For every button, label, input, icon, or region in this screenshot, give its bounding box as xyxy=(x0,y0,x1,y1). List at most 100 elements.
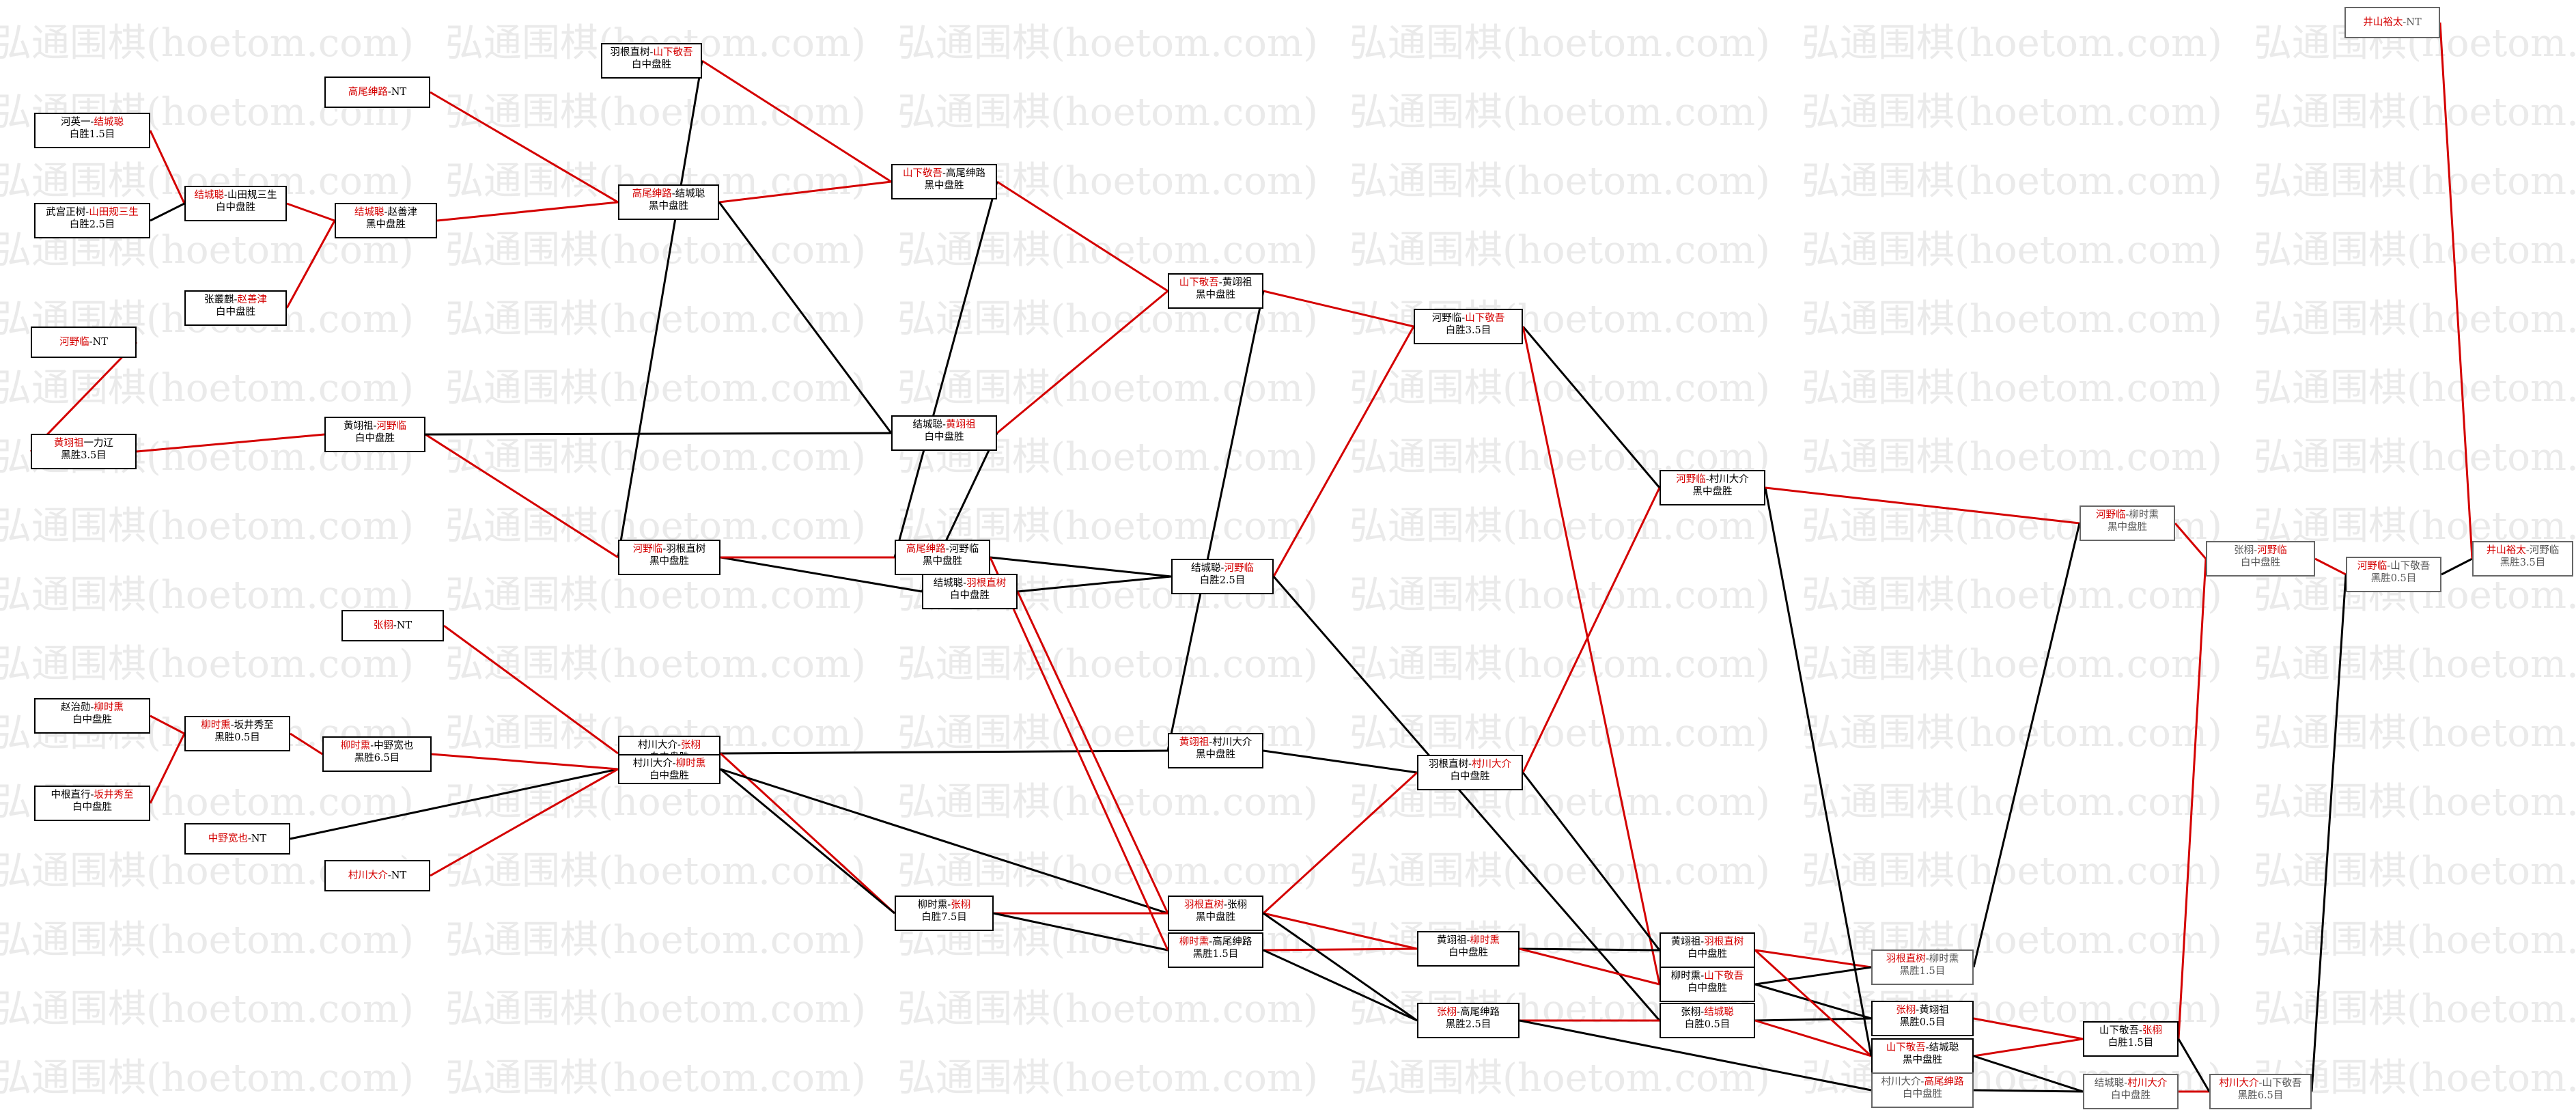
player-a: 赵治勋 xyxy=(61,702,91,713)
match-box[interactable]: 结城聪-村川大介白中盘胜 xyxy=(2083,1074,2179,1109)
match-box[interactable]: 村川大介-山下敬吾黑胜6.5目 xyxy=(2209,1074,2312,1109)
player-separator: - xyxy=(89,337,93,348)
match-box[interactable]: 中野宽也-NT xyxy=(184,823,290,855)
match-box[interactable]: 山下敬吾-结城聪黑中盘胜 xyxy=(1871,1038,1974,1074)
player-separator: - xyxy=(942,168,946,179)
match-box[interactable]: 黄翊祖-柳时熏白中盘胜 xyxy=(1417,931,1520,967)
player-b: 河野临 xyxy=(1224,563,1254,574)
player-separator: - xyxy=(1925,1042,1929,1053)
match-box[interactable]: 柳时熏-张栩白胜7.5目 xyxy=(895,896,994,931)
match-box[interactable]: 羽根直树-山下敬吾白中盘胜 xyxy=(601,43,702,79)
match-box[interactable]: 井山裕太-河野临黑胜3.5目 xyxy=(2472,541,2573,577)
match-box[interactable]: 黄翊祖-羽根直树白中盘胜 xyxy=(1660,932,1755,968)
player-separator: - xyxy=(234,294,238,305)
match-box[interactable]: 结城聪-河野临白胜2.5目 xyxy=(1171,559,1274,594)
match-box[interactable]: 高尾绅路-河野临黑中盘胜 xyxy=(895,540,990,575)
match-box[interactable]: 中根直行-坂井秀至白中盘胜 xyxy=(34,786,150,821)
match-box[interactable]: 结城聪-羽根直树白中盘胜 xyxy=(922,574,1018,609)
match-box[interactable]: 羽根直树-张栩黑中盘胜 xyxy=(1168,896,1263,931)
match-box[interactable]: 柳时熏-坂井秀至黑胜0.5目 xyxy=(184,716,290,751)
match-box[interactable]: 河野临-NT xyxy=(31,327,137,358)
match-box[interactable]: 山下敬吾-张栩白胜1.5目 xyxy=(2083,1021,2179,1057)
match-players: 山下敬吾-结城聪 xyxy=(1873,1042,1972,1054)
match-box[interactable]: 井山裕太-NT xyxy=(2344,7,2440,38)
match-box[interactable]: 黄翊祖-村川大介黑中盘胜 xyxy=(1168,733,1263,768)
match-box[interactable]: 村川大介-高尾绅路白中盘胜 xyxy=(1871,1072,1974,1108)
match-box[interactable]: 张叢麒-赵善津白中盘胜 xyxy=(184,290,287,326)
bracket-link xyxy=(1263,290,1414,328)
match-box[interactable]: 柳时熏-中野宽也黑胜6.5目 xyxy=(322,736,432,772)
player-separator: - xyxy=(672,758,676,769)
player-a: 高尾绅路 xyxy=(906,544,946,555)
player-a: 村川大介 xyxy=(348,870,388,881)
player-b: 羽根直树 xyxy=(666,544,706,555)
player-separator: - xyxy=(945,544,949,555)
player-separator: - xyxy=(1224,900,1227,911)
player-b: 村川大介 xyxy=(1709,474,1749,485)
bracket-link xyxy=(893,181,998,558)
match-box[interactable]: 黄翊祖一力辽黑胜3.5目 xyxy=(31,434,137,469)
match-players: 羽根直树-柳时熏 xyxy=(1873,953,1972,965)
match-box[interactable]: 河野临-村川大介黑中盘胜 xyxy=(1660,470,1765,505)
match-box[interactable]: 张栩-NT xyxy=(341,610,444,641)
bracket-link xyxy=(996,290,1168,434)
match-box[interactable]: 张栩-黄翊祖黑胜0.5目 xyxy=(1871,1001,1974,1036)
match-box[interactable]: 高尾绅路-NT xyxy=(324,77,430,108)
match-box[interactable]: 村川大介-NT xyxy=(324,860,430,891)
match-box[interactable]: 河野临-柳时熏黑中盘胜 xyxy=(2080,505,2175,541)
match-box[interactable]: 河英一-结城聪白胜1.5目 xyxy=(34,113,150,148)
player-a: 山下敬吾 xyxy=(1886,1042,1926,1053)
player-b: 张栩 xyxy=(680,740,701,751)
player-a: 武宫正树 xyxy=(46,207,86,218)
match-players: 张栩-河野临 xyxy=(2207,544,2314,557)
bracket-link xyxy=(1522,326,1661,488)
match-box[interactable]: 羽根直树-村川大介白中盘胜 xyxy=(1417,755,1523,790)
match-box[interactable]: 羽根直树-柳时熏黑胜1.5目 xyxy=(1871,949,1974,985)
match-box[interactable]: 武宫正树-山田规三生白胜2.5目 xyxy=(34,203,150,238)
player-separator: - xyxy=(1700,971,1705,982)
match-box[interactable]: 柳时熏-山下敬吾白中盘胜 xyxy=(1660,967,1755,1002)
player-b: 高尾绅路 xyxy=(1212,936,1252,947)
match-result: 白中盘胜 xyxy=(216,202,255,213)
player-separator: - xyxy=(387,87,391,98)
match-players: 黄翊祖-柳时熏 xyxy=(1418,934,1518,947)
match-box[interactable]: 黄翊祖-河野临白中盘胜 xyxy=(324,417,425,452)
player-b: 张栩 xyxy=(951,900,971,911)
match-result: 白中盘胜 xyxy=(2241,557,2280,568)
player-separator: - xyxy=(2258,1078,2263,1089)
match-result: 黑中盘胜 xyxy=(649,556,689,567)
match-box[interactable]: 村川大介-柳时熏白中盘胜 xyxy=(618,754,720,784)
player-separator: - xyxy=(963,578,967,589)
bracket-link xyxy=(286,202,335,222)
player-a: 羽根直树 xyxy=(1184,900,1224,911)
match-players: 河野临-山下敬吾 xyxy=(1415,312,1522,324)
player-b: 柳时熏 xyxy=(2129,510,2159,521)
match-box[interactable]: 赵治勋-柳时熏白中盘胜 xyxy=(34,698,150,734)
match-box[interactable]: 山下敬吾-高尾绅路黑中盘胜 xyxy=(891,164,997,199)
match-box[interactable]: 河野临-山下敬吾黑胜0.5目 xyxy=(2346,557,2441,592)
bracket-link xyxy=(2310,574,2347,1092)
player-b: 山下敬吾 xyxy=(1704,971,1744,982)
player-separator: - xyxy=(247,833,251,844)
player-b: NT xyxy=(391,87,407,98)
match-players: 山下敬吾-黄翊祖 xyxy=(1169,277,1262,289)
player-separator: - xyxy=(393,620,397,631)
match-players: 结城聪-黄翊祖 xyxy=(893,419,996,431)
match-box[interactable]: 高尾绅路-结城聪黑中盘胜 xyxy=(618,184,719,220)
match-box[interactable]: 张栩-结城聪白胜0.5目 xyxy=(1660,1003,1755,1038)
match-box[interactable]: 结城聪-黄翊祖白中盘胜 xyxy=(891,415,997,451)
player-separator: - xyxy=(677,740,681,751)
match-box[interactable]: 山下敬吾-黄翊祖黑中盘胜 xyxy=(1168,273,1263,309)
bracket-link xyxy=(1016,591,1169,914)
bracket-link xyxy=(989,557,1169,951)
match-box[interactable]: 结城聪-山田规三生白中盘胜 xyxy=(184,186,287,221)
match-result: 白胜0.5目 xyxy=(1684,1019,1731,1030)
match-box[interactable]: 张栩-高尾绅路黑胜2.5目 xyxy=(1417,1003,1520,1038)
match-box[interactable]: 柳时熏-高尾绅路黑胜1.5目 xyxy=(1168,932,1263,968)
match-box[interactable]: 结城聪-赵善津黑中盘胜 xyxy=(335,203,437,238)
player-a: 村川大介 xyxy=(638,740,678,751)
match-box[interactable]: 河野临-山下敬吾白胜3.5目 xyxy=(1414,309,1523,344)
match-box[interactable]: 河野临-羽根直树黑中盘胜 xyxy=(618,540,720,575)
match-players: 河野临-柳时熏 xyxy=(2081,509,2174,521)
match-box[interactable]: 张栩-河野临白中盘胜 xyxy=(2206,541,2315,577)
